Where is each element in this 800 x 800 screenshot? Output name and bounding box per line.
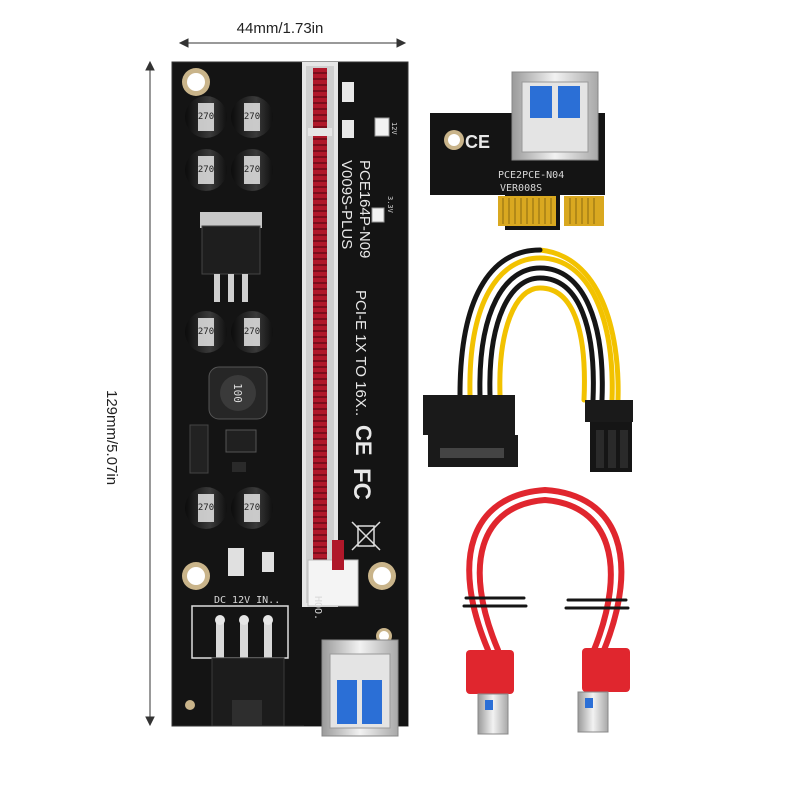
sata-to-6pin-power-cable: [457, 247, 621, 403]
adapter-usb3-port[interactable]: [511, 71, 599, 161]
svg-text:270: 270: [244, 327, 260, 337]
svg-text:270: 270: [198, 165, 214, 175]
ic-chip: [189, 424, 274, 576]
voltage-regulator: [200, 212, 262, 302]
mounting-hole: [182, 68, 396, 710]
svg-text:270: 270: [244, 503, 260, 513]
board-model-label: PCE164P-N09: [356, 160, 373, 258]
slot-type-label: PCI-E 1X TO 16X..: [352, 290, 369, 416]
svg-text:270: 270: [198, 112, 214, 122]
usb-a-plug-right[interactable]: [577, 648, 630, 733]
pcie-x16-slot[interactable]: [302, 62, 359, 607]
svg-text:270: 270: [198, 327, 214, 337]
weee-bin-icon: [351, 521, 381, 551]
width-dimension-line: [178, 38, 407, 48]
side-label: HOO.: [312, 596, 323, 620]
gold-fingers: [498, 196, 604, 226]
svg-text:270: 270: [198, 503, 214, 513]
adapter-model-label: PCE2PCE-N04: [498, 170, 564, 181]
inductor: 100: [208, 366, 268, 420]
capacitor: 270 270 270 270 270 270: [185, 96, 273, 529]
svg-text:270: 270: [244, 165, 260, 175]
ce-mark: CE: [351, 425, 376, 456]
fc-mark: FC: [348, 468, 375, 500]
dc-12v-power-connector[interactable]: [191, 605, 289, 727]
usb-a-plug-left[interactable]: [466, 650, 514, 735]
power-input-label: DC 12V IN..: [214, 595, 280, 606]
adapter-version-label: VER008S: [500, 183, 542, 194]
sata-power-connector[interactable]: [423, 395, 518, 467]
riser-board: 270 270 270 270 270 270: [171, 61, 409, 737]
pcie-6pin-connector[interactable]: [585, 400, 633, 472]
svg-text:270: 270: [244, 112, 260, 122]
height-dimension-line: [145, 60, 155, 727]
svg-text:100: 100: [231, 383, 244, 403]
svg-text:3.3V: 3.3V: [386, 196, 394, 214]
svg-text:12V: 12V: [390, 122, 398, 135]
width-dimension-label: 44mm/1.73in: [236, 20, 324, 37]
adapter-ce-mark: CE: [465, 132, 490, 152]
usb3-extension-cable: [462, 486, 630, 653]
usb3-port[interactable]: [321, 639, 399, 737]
led-indicator: 12V 3.3V: [342, 82, 398, 223]
board-version-label: V009S-PLUS: [338, 160, 355, 249]
pcie-x1-adapter-card: CE PCE2PCE-N04 VER008S: [430, 71, 605, 230]
